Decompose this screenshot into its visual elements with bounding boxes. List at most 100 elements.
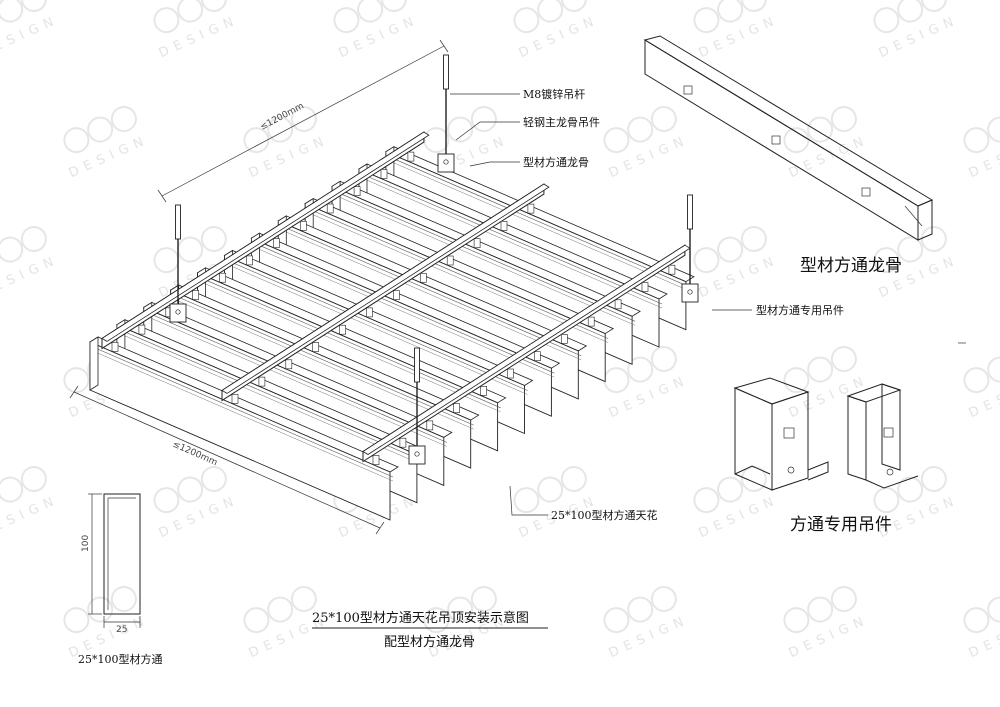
keel-clip bbox=[560, 334, 568, 344]
keel-clip bbox=[366, 307, 373, 318]
watermark-ring bbox=[717, 0, 744, 23]
watermark-tile: DESIGN bbox=[513, 465, 601, 541]
keel-top bbox=[101, 131, 430, 342]
watermark-ring bbox=[20, 465, 47, 492]
watermark-tile: DESIGN bbox=[603, 585, 691, 661]
watermark-ring bbox=[243, 607, 270, 634]
drawing-title: 25*100型材方通天花吊顶安装示意图 配型材方通龙骨 bbox=[312, 610, 548, 650]
keel-clip bbox=[419, 272, 427, 283]
watermark-ring bbox=[537, 476, 564, 503]
keel-clip bbox=[641, 282, 649, 292]
keel-beam bbox=[362, 244, 691, 465]
watermark-ring bbox=[63, 367, 90, 394]
watermark-ring bbox=[0, 4, 2, 36]
label-main-hanger: 轻钢主龙骨吊件 bbox=[523, 115, 600, 129]
watermark-ring bbox=[783, 607, 810, 634]
hanger-rods bbox=[169, 54, 699, 465]
callouts: M8镀锌吊杆 轻钢主龙骨吊件 型材方通龙骨 型材方通专用吊件 25*100型材方… bbox=[450, 87, 844, 522]
watermark-ring bbox=[717, 476, 744, 503]
watermark-ring bbox=[560, 0, 587, 12]
watermark-tile: DESIGN bbox=[513, 0, 602, 61]
watermark-ring bbox=[513, 7, 540, 34]
keel-clip bbox=[219, 272, 226, 283]
watermark-ring bbox=[447, 596, 474, 623]
slat-groove bbox=[92, 350, 394, 482]
slat-groove bbox=[388, 156, 690, 287]
watermark-tile: DESIGN bbox=[693, 0, 782, 61]
watermark-text: DESIGN bbox=[607, 132, 692, 181]
keel-clip bbox=[473, 238, 481, 248]
hanger-title: 方通专用吊件 bbox=[790, 515, 892, 535]
keel-clip bbox=[231, 394, 239, 404]
watermark-text: DESIGN bbox=[697, 12, 782, 61]
watermark-tile: DESIGN bbox=[153, 465, 241, 541]
slat-groove bbox=[254, 246, 555, 378]
keel-clip bbox=[446, 255, 454, 266]
rod-thread bbox=[414, 347, 420, 383]
hanger-rod bbox=[681, 194, 699, 303]
watermark-ring bbox=[963, 607, 990, 634]
keel-beams bbox=[101, 131, 691, 465]
slat-groove bbox=[227, 264, 528, 395]
watermark-text: DESIGN bbox=[517, 12, 602, 61]
keel-clip bbox=[480, 385, 487, 396]
watermark-ring bbox=[963, 367, 990, 394]
keel-clip bbox=[534, 351, 541, 362]
keel-clip bbox=[285, 359, 293, 370]
watermark-ring bbox=[0, 236, 24, 263]
slat-groove bbox=[119, 333, 420, 464]
watermark-text: DESIGN bbox=[787, 132, 872, 181]
watermark-ring bbox=[650, 105, 677, 132]
watermark-ring bbox=[200, 225, 227, 252]
keel-clip bbox=[507, 368, 514, 379]
keel-clip bbox=[326, 203, 334, 214]
watermark-ring bbox=[177, 476, 204, 503]
watermark-ring bbox=[740, 225, 767, 252]
watermark-text: DESIGN bbox=[787, 612, 872, 661]
slat-groove bbox=[308, 212, 609, 343]
watermark-tile: DESIGN bbox=[783, 345, 871, 421]
watermark-tile: DESIGN bbox=[873, 0, 961, 61]
watermark-ring bbox=[20, 0, 47, 12]
watermark-text: DESIGN bbox=[697, 252, 782, 301]
watermark-text: DESIGN bbox=[0, 252, 61, 301]
slat-groove bbox=[173, 294, 474, 426]
watermark-tile: DESIGN bbox=[0, 465, 61, 541]
keel-clip bbox=[380, 169, 388, 179]
watermark-tile: DESIGN bbox=[693, 465, 781, 541]
watermark-ring bbox=[110, 105, 137, 132]
watermark-ring bbox=[693, 7, 720, 34]
watermark-ring bbox=[693, 247, 720, 274]
watermark-text: DESIGN bbox=[337, 12, 422, 61]
rod-thread bbox=[175, 204, 181, 240]
slat-groove bbox=[146, 312, 447, 443]
watermark-ring bbox=[963, 127, 990, 154]
keel-clip bbox=[393, 290, 400, 300]
watermark-ring bbox=[627, 596, 654, 623]
watermark-text: DESIGN bbox=[0, 492, 61, 541]
watermark-ring bbox=[897, 476, 924, 503]
watermark-ring bbox=[560, 465, 587, 492]
watermark-ring bbox=[177, 236, 204, 263]
watermark-ring bbox=[987, 596, 1000, 623]
watermark-ring bbox=[243, 127, 270, 154]
keel-clip bbox=[500, 221, 508, 231]
watermark-tile: DESIGN bbox=[603, 105, 692, 181]
watermark-tile: DESIGN bbox=[153, 0, 241, 61]
slat-groove bbox=[334, 191, 636, 322]
slat-groove bbox=[92, 346, 394, 478]
watermark-ring bbox=[470, 585, 497, 612]
watermark-ring bbox=[807, 356, 834, 383]
watermark-ring bbox=[0, 484, 2, 516]
watermark-ring bbox=[740, 0, 767, 12]
keel-clip bbox=[527, 203, 535, 214]
keel-clip bbox=[312, 342, 320, 352]
watermark-tile: DESIGN bbox=[63, 105, 152, 181]
watermark-ring bbox=[63, 127, 90, 154]
watermark-ring bbox=[627, 116, 654, 143]
watermark-tile: DESIGN bbox=[783, 585, 872, 661]
hanger-drawings: 方通专用吊件 bbox=[733, 377, 919, 535]
watermark-text: DESIGN bbox=[67, 132, 152, 181]
watermark-ring bbox=[153, 7, 180, 34]
watermark-ring bbox=[513, 487, 540, 514]
